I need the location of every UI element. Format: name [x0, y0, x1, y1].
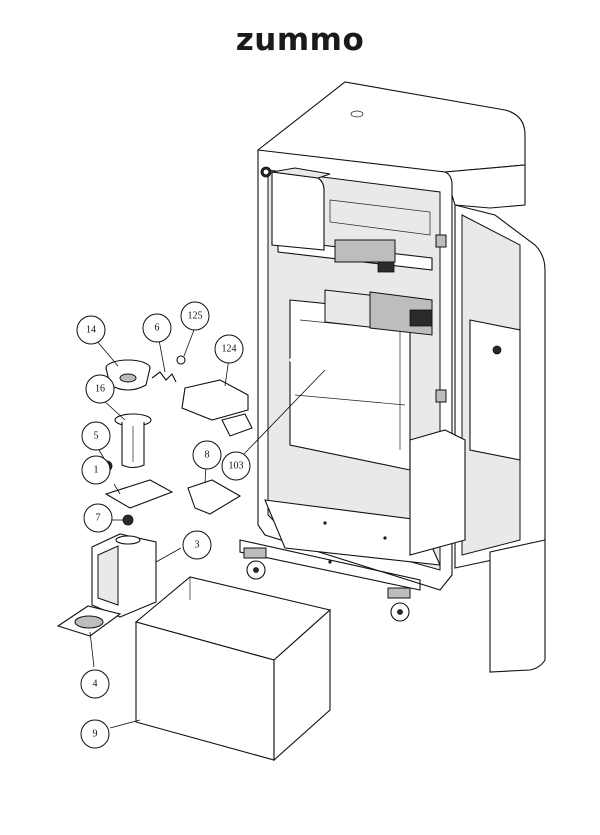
- callout-1: 1: [81, 455, 111, 485]
- callout-8: 8: [192, 440, 222, 470]
- leader-lines: [89, 329, 326, 729]
- callout-7: 7: [83, 503, 113, 533]
- callout-3: 3: [182, 530, 212, 560]
- part-8-tray: [187, 479, 242, 515]
- part-6-spring: [151, 371, 177, 383]
- callout-circle: [80, 719, 110, 749]
- caster-wheel: [243, 547, 267, 580]
- callout-circle: [83, 503, 113, 533]
- callout-circle: [214, 334, 244, 364]
- callout-9: 9: [80, 719, 110, 749]
- callout-circle: [85, 374, 115, 404]
- callout-circle: [81, 421, 111, 451]
- callout-4: 4: [80, 669, 110, 699]
- callout-103: 103: [221, 451, 251, 481]
- callout-label: 1: [94, 465, 99, 476]
- callout-circle: [221, 451, 251, 481]
- callout-label: 14: [86, 325, 96, 336]
- callout-label: 4: [93, 679, 98, 690]
- callout-125: 125: [180, 301, 210, 331]
- callout-circle: [81, 455, 111, 485]
- part-1-plate: [104, 479, 174, 509]
- part-4-drain-grid: [56, 605, 122, 637]
- callout-circle: [182, 530, 212, 560]
- part-124-bracket: [181, 379, 249, 421]
- callout-label: 124: [222, 344, 237, 355]
- callout-label: 3: [195, 540, 200, 551]
- callout-label: 7: [96, 513, 101, 524]
- callout-label: 103: [229, 461, 244, 472]
- callout-circle: [142, 313, 172, 343]
- callout-circle: [80, 669, 110, 699]
- part-7-knob: [122, 514, 134, 526]
- callout-label: 6: [155, 323, 160, 334]
- cabinet-door: [409, 204, 546, 673]
- callout-5: 5: [81, 421, 111, 451]
- callout-6: 6: [142, 313, 172, 343]
- part-16-spout: [114, 413, 152, 469]
- callout-circle: [180, 301, 210, 331]
- callout-label: 125: [188, 311, 203, 322]
- callout-label: 8: [205, 450, 210, 461]
- part-9-waste-bin: [134, 576, 332, 762]
- part-14-motor-cap: [105, 359, 151, 391]
- callout-label: 16: [95, 384, 105, 395]
- part-103-holder: [221, 413, 253, 437]
- part-3-chute: [91, 533, 157, 618]
- caster-wheel: [387, 587, 411, 622]
- callout-14: 14: [76, 315, 106, 345]
- callout-124: 124: [214, 334, 244, 364]
- callout-circle: [192, 440, 222, 470]
- callout-label: 5: [94, 431, 99, 442]
- callout-16: 16: [85, 374, 115, 404]
- zummo-logo: zummo: [235, 22, 365, 58]
- callout-bubbles: 14 6 125 124 16 5 1 8 103 7 3 4 9: [76, 301, 251, 749]
- cabinet-body: [239, 81, 526, 622]
- part-125-screw: [176, 355, 186, 365]
- callout-label: 9: [93, 729, 98, 740]
- callout-circle: [76, 315, 106, 345]
